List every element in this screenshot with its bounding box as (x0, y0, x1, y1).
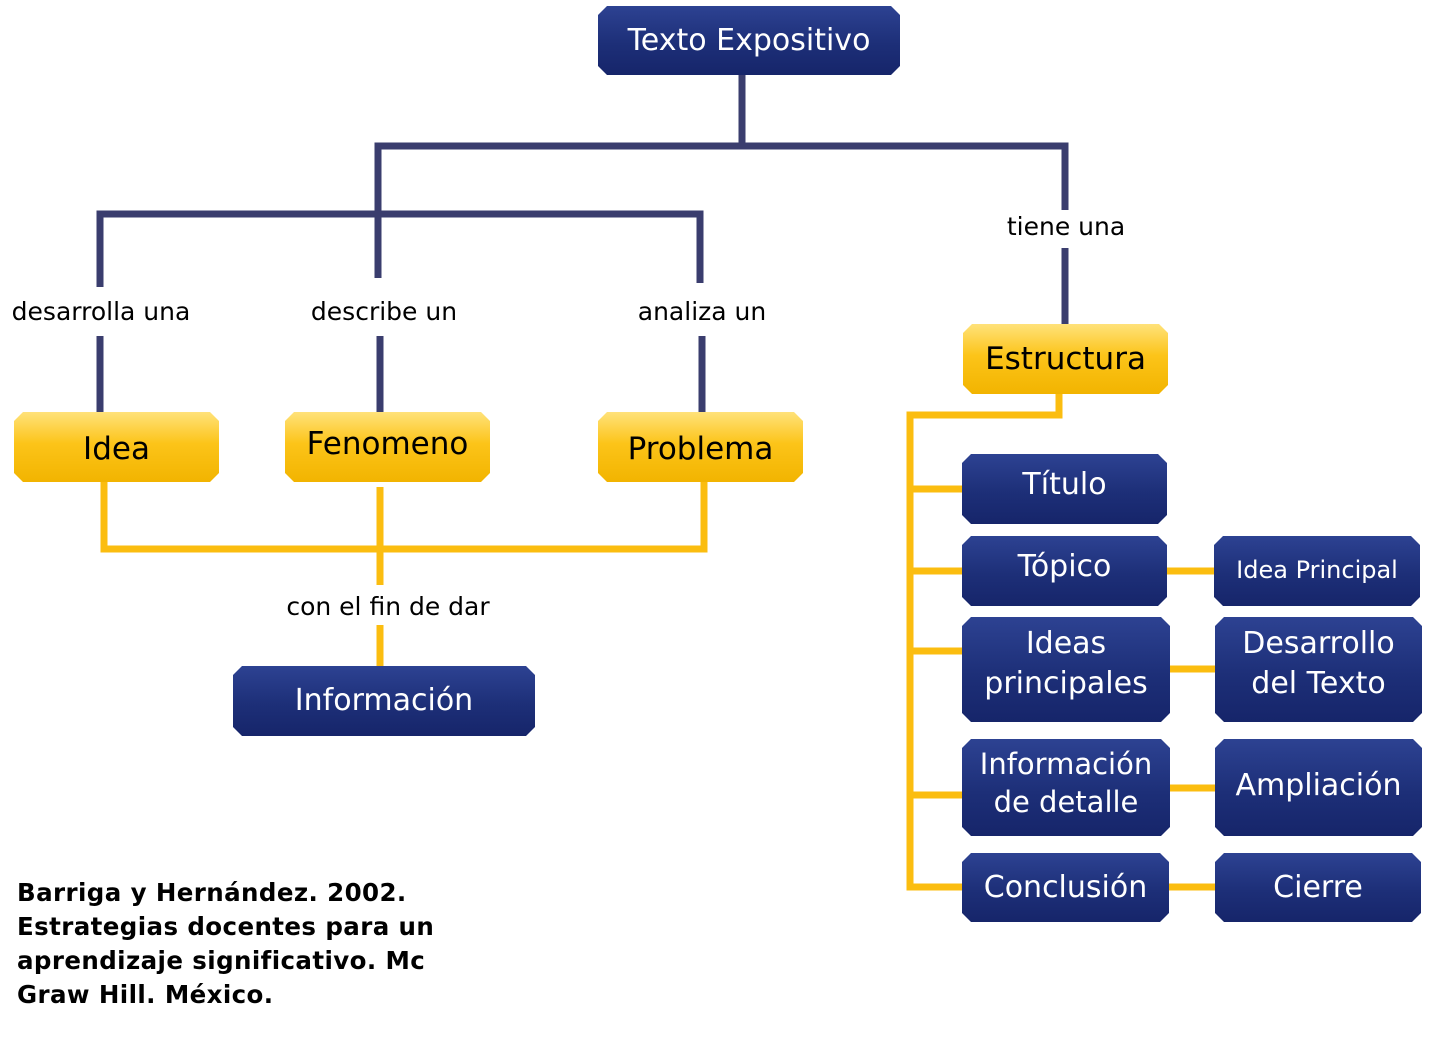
node-ideas-principales-label: Ideas principales (984, 625, 1148, 701)
citation-line-1: Barriga y Hernández. 2002. (17, 878, 407, 907)
node-problema-label: Problema (627, 430, 774, 467)
node-fenomeno-label: Fenomeno (306, 425, 469, 462)
node-informacion-label: Información (294, 683, 474, 719)
node-texto-expositivo: Texto Expositivo (598, 6, 900, 75)
citation: Barriga y Hernández. 2002. Estrategias d… (17, 876, 507, 1012)
node-idea-label: Idea (83, 430, 150, 467)
link-label-tiene-una: tiene una (1002, 210, 1130, 244)
node-topico: Tópico (962, 536, 1167, 606)
node-conclusion-label: Conclusión (983, 869, 1148, 905)
node-fenomeno: Fenomeno (285, 412, 490, 482)
citation-line-4: Graw Hill. México. (17, 980, 274, 1009)
link-label-con-el-fin-de-dar: con el fin de dar (282, 590, 494, 624)
node-titulo: Título (962, 454, 1167, 524)
connector-idea-down (100, 482, 708, 553)
node-idea: Idea (14, 412, 219, 482)
node-cierre: Cierre (1215, 853, 1421, 922)
node-problema: Problema (598, 412, 803, 482)
node-desarrollo-texto: Desarrollo del Texto (1215, 617, 1422, 722)
node-idea-principal-label: Idea Principal (1236, 556, 1398, 584)
node-ampliacion-label: Ampliación (1235, 767, 1402, 803)
connector-estructura-down (906, 393, 1063, 891)
node-informacion-detalle-label: Información de detalle (979, 746, 1153, 819)
node-ampliacion: Ampliación (1215, 739, 1422, 836)
node-idea-principal: Idea Principal (1214, 536, 1420, 606)
node-informacion-detalle: Información de detalle (962, 739, 1170, 836)
node-desarrollo-texto-label: Desarrollo del Texto (1242, 625, 1395, 701)
node-conclusion: Conclusión (962, 853, 1169, 922)
node-estructura-label: Estructura (985, 340, 1146, 377)
node-informacion: Información (233, 666, 535, 736)
node-texto-expositivo-label: Texto Expositivo (627, 22, 871, 58)
link-label-desarrolla-una: desarrolla una (7, 295, 195, 329)
citation-line-2: Estrategias docentes para un (17, 912, 435, 941)
link-label-describe-un: describe un (306, 295, 462, 329)
link-label-analiza-un: analiza un (633, 295, 771, 329)
connector-branch-bar (96, 210, 704, 287)
node-estructura: Estructura (963, 324, 1168, 394)
node-titulo-label: Título (1022, 467, 1107, 503)
node-topico-label: Tópico (1017, 549, 1112, 585)
citation-line-3: aprendizaje significativo. Mc (17, 946, 426, 975)
node-cierre-label: Cierre (1273, 869, 1363, 905)
node-ideas-principales: Ideas principales (962, 617, 1170, 722)
